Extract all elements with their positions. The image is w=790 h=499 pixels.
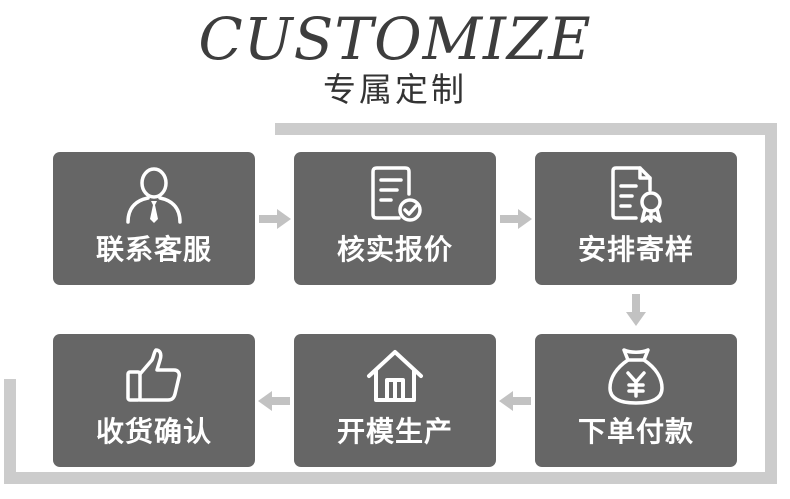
step-card-arrange-sample: 安排寄样 (535, 152, 737, 285)
step-card-order-payment: 下单付款 (535, 334, 737, 467)
arrow-left-icon (258, 391, 290, 411)
frame-bottom-bar (4, 472, 777, 484)
step-card-contact-service: 联系客服 (53, 152, 255, 285)
arrow-left-icon (499, 391, 531, 411)
checklist-icon (371, 166, 422, 222)
step-label-arrange-sample: 安排寄样 (577, 233, 694, 266)
arrow-right-icon (500, 209, 532, 229)
frame-top-bar (275, 123, 777, 135)
money-bag-icon (608, 348, 664, 405)
step-label-verify-quote: 核实报价 (336, 233, 453, 266)
arrow-down-icon (626, 294, 646, 326)
frame-left-bar (4, 379, 16, 484)
thumbs-up-icon (126, 348, 181, 402)
step-label-receipt-confirm: 收货确认 (95, 415, 212, 448)
page-title: CUSTOMIZE (198, 5, 592, 73)
frame-right-bar (765, 123, 777, 484)
step-card-verify-quote: 核实报价 (294, 152, 496, 285)
arrow-right-icon (259, 209, 291, 229)
step-label-order-payment: 下单付款 (577, 415, 694, 448)
house-icon (367, 350, 423, 402)
page-subtitle: 专属定制 (323, 70, 467, 109)
step-card-mold-production: 开模生产 (294, 334, 496, 467)
step-card-receipt-confirm: 收货确认 (53, 334, 255, 467)
certificate-icon (611, 166, 662, 223)
step-label-contact-service: 联系客服 (95, 233, 212, 266)
step-label-mold-production: 开模生产 (336, 415, 453, 448)
customer-service-icon (126, 167, 182, 224)
